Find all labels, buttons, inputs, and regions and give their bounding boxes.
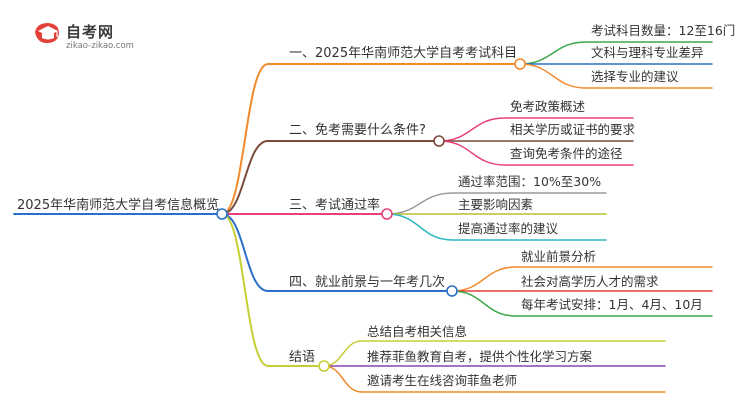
branch-4-connector — [221, 213, 269, 292]
branch-1-label: 一、2025年华南师范大学自考考试科目 — [289, 46, 518, 61]
branch-2-leaf-3: 查询免考条件的途径 — [510, 146, 623, 161]
branch-3-leaf-1: 通过率范围：10%至30% — [458, 174, 602, 189]
branch-2-leaf-1-connector — [438, 117, 506, 142]
branch-1-connector — [221, 63, 269, 215]
branch-4-leaf-1-connector — [451, 266, 517, 292]
branch-1-node — [514, 58, 526, 70]
logo-url: zikao-zikao.com — [66, 41, 134, 51]
branch-2-leaf-3-connector — [438, 140, 506, 166]
branch-4-leaf-3-connector — [451, 290, 517, 317]
branch-4-leaf-2: 社会对高学历人才的需求 — [521, 274, 659, 289]
branch-5-leaf-3: 邀请考生在线咨询菲鱼老师 — [367, 373, 518, 388]
branch-5-leaf-1: 总结自考相关信息 — [367, 324, 468, 339]
branch-2-label: 二、免考需要什么条件? — [289, 123, 426, 138]
branch-5-connector — [221, 213, 269, 367]
branch-2-node — [433, 135, 445, 147]
branch-1-leaf-3: 选择专业的建议 — [591, 69, 679, 84]
branch-3-leaf-2: 主要影响因素 — [458, 197, 534, 212]
branch-4-label: 四、就业前景与一年考几次 — [289, 275, 446, 290]
branch-4-node — [446, 285, 458, 297]
branch-4-leaf-1: 就业前景分析 — [521, 249, 597, 264]
branch-4-leaf-3: 每年考试安排：1月、4月、10月 — [521, 297, 703, 312]
branch-1-leaf-1-connector — [519, 41, 587, 65]
branch-5-leaf-3-connector — [323, 365, 363, 393]
branch-2-leaf-2: 相关学历或证书的要求 — [510, 122, 636, 137]
branch-5-leaf-1-connector — [323, 340, 363, 367]
logo-graduation-cap-icon — [31, 20, 63, 50]
branch-2-connector — [221, 140, 269, 215]
branch-3-leaf-3: 提高通过率的建议 — [458, 221, 559, 236]
branch-1-leaf-1: 考试科目数量：12至16门 — [591, 23, 736, 38]
branch-5-label: 结语 — [289, 350, 316, 365]
branch-1-leaf-3-connector — [519, 63, 587, 89]
branch-1-leaf-2: 文科与理科专业差异 — [591, 45, 704, 60]
branch-5-leaf-2: 推荐菲鱼教育自考，提供个性化学习方案 — [367, 349, 593, 364]
branch-3-leaf-3-connector — [386, 213, 454, 241]
branch-3-leaf-1-connector — [386, 192, 454, 215]
branch-2-leaf-1: 免考政策概述 — [510, 99, 586, 114]
branch-3-node — [381, 208, 393, 220]
branch-5-node — [318, 360, 330, 372]
logo-name: 自考网 — [66, 23, 115, 41]
branch-3-label: 三、考试通过率 — [289, 198, 381, 213]
mindmap-root-label: 2025年华南师范大学自考信息概览 — [17, 198, 220, 213]
root-node — [216, 208, 228, 220]
